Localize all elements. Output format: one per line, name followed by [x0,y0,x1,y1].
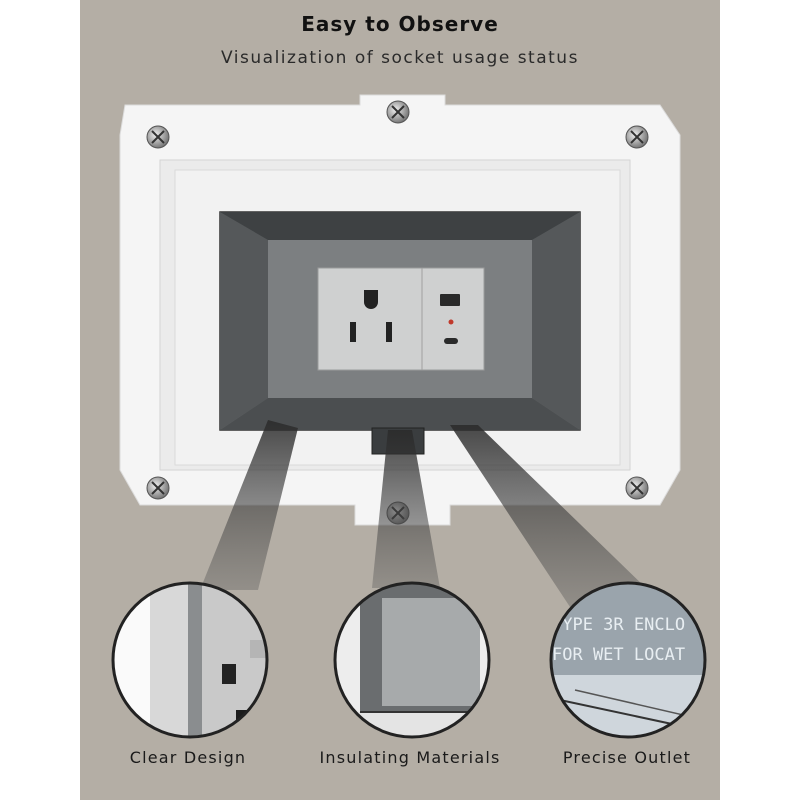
screw-icon [146,476,170,500]
detail-circle-insulating-materials [333,581,491,739]
usb-c-port-icon [444,338,458,344]
page-subtitle: Visualization of socket usage status [221,48,579,68]
magnify-beams [200,420,650,610]
led-indicator-icon [448,319,454,325]
emboss-line-1: TYPE 3R ENCLO [552,615,685,635]
emboss-line-2: FOR WET LOCAT [552,645,685,665]
screw-icon [146,125,170,149]
outlet-face [317,267,485,371]
screw-icon [625,125,649,149]
screw-icon [386,100,410,124]
socket-receptacle [350,290,392,342]
caption-clear-design: Clear Design [129,748,247,767]
caption-insulating-materials: Insulating Materials [319,748,501,767]
detail-circle-clear-design [111,581,269,739]
usb-a-port-icon [440,294,460,306]
page-title: Easy to Observe [301,12,499,36]
screw-icon [625,476,649,500]
caption-precise-outlet: Precise Outlet [562,748,692,767]
